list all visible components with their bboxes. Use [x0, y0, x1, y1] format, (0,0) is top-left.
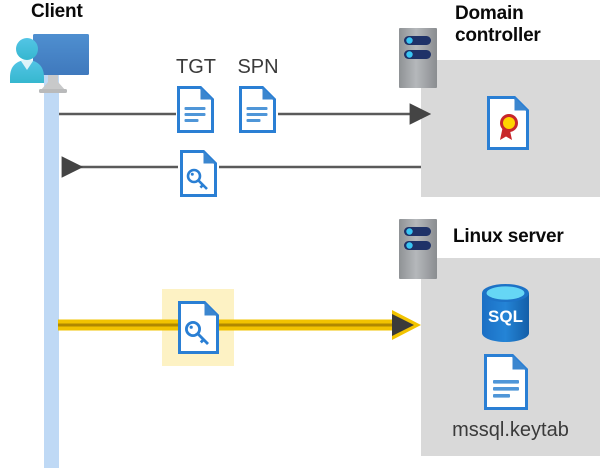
client-lifeline — [44, 70, 59, 468]
key-document-icon — [178, 301, 219, 354]
sql-database-icon: SQL — [479, 283, 532, 343]
document-icon — [239, 86, 276, 133]
server-rack-icon — [399, 219, 437, 279]
certificate-document-icon — [487, 96, 529, 150]
domain-controller-title-line2: controller — [455, 25, 541, 46]
client-title: Client — [31, 1, 83, 22]
keytab-document-icon — [484, 354, 528, 410]
svg-text:SQL: SQL — [488, 307, 523, 326]
key-document-icon — [180, 150, 217, 197]
keytab-filename-label: mssql.keytab — [452, 419, 569, 441]
server-rack-icon — [399, 28, 437, 88]
arrow-key-to-linux-server-highlighted — [219, 310, 421, 340]
document-icon — [177, 86, 214, 133]
domain-controller-title: Domain controller — [455, 3, 595, 47]
spn-label: SPN — [237, 56, 279, 78]
tgt-label: TGT — [176, 56, 216, 78]
linux-server-title: Linux server — [453, 226, 564, 247]
user-workstation-icon — [4, 26, 90, 98]
domain-controller-title-line1: Domain — [455, 3, 524, 24]
